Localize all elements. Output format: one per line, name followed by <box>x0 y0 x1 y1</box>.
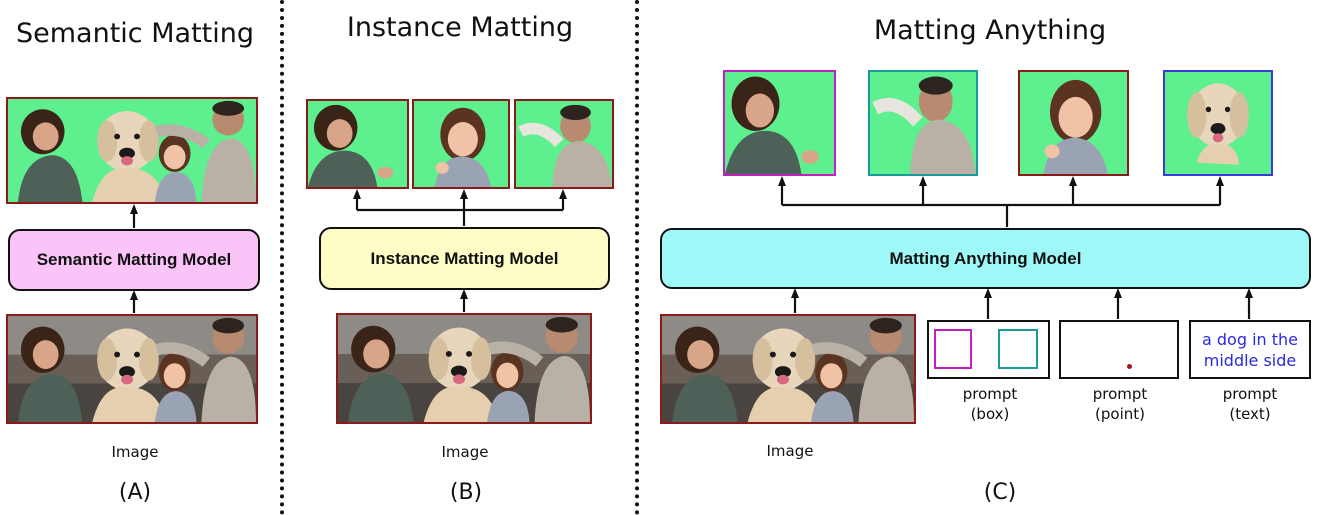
panel-a-label: (A) <box>118 480 152 505</box>
semantic-image-caption: Image <box>111 443 159 461</box>
semantic-matte-output <box>6 97 258 204</box>
anything-input-image <box>660 314 916 424</box>
matting-anything-model: Matting Anything Model <box>660 228 1311 289</box>
panel-c-label: (C) <box>983 480 1017 505</box>
instance-matte-man <box>514 99 614 189</box>
semantic-matting-title: Semantic Matting <box>16 18 254 49</box>
prompt-text-caption: prompt (text) <box>1222 385 1278 423</box>
prompt-point-caption: prompt (point) <box>1092 385 1148 423</box>
semantic-matting-model: Semantic Matting Model <box>8 229 260 291</box>
semantic-input-image <box>6 314 258 424</box>
anything-matte-girl <box>1018 70 1129 176</box>
magenta-box-prompt <box>934 329 972 369</box>
panel-b-label: (B) <box>449 480 483 505</box>
instance-image-caption: Image <box>441 443 489 461</box>
prompt-text-input: a dog in the middle side <box>1189 320 1311 379</box>
teal-box-prompt <box>998 329 1038 369</box>
instance-input-image <box>336 313 592 424</box>
anything-image-caption: Image <box>766 442 814 460</box>
prompt-point-input <box>1059 320 1179 379</box>
prompt-box-caption: prompt (box) <box>962 385 1018 423</box>
point-prompt-dot <box>1127 364 1132 369</box>
divider-left <box>280 0 284 515</box>
instance-matting-title: Instance Matting <box>346 12 574 43</box>
text-prompt-value: a dog in the middle side <box>1201 330 1298 370</box>
anything-matte-man <box>868 70 978 176</box>
anything-matte-woman <box>723 70 836 176</box>
prompt-box-input <box>927 320 1050 379</box>
matting-anything-title: Matting Anything <box>873 15 1107 46</box>
divider-right <box>635 0 639 515</box>
instance-matte-girl <box>412 99 510 189</box>
anything-matte-dog <box>1163 70 1273 176</box>
instance-matting-model: Instance Matting Model <box>319 227 610 290</box>
instance-matte-woman <box>306 99 409 189</box>
